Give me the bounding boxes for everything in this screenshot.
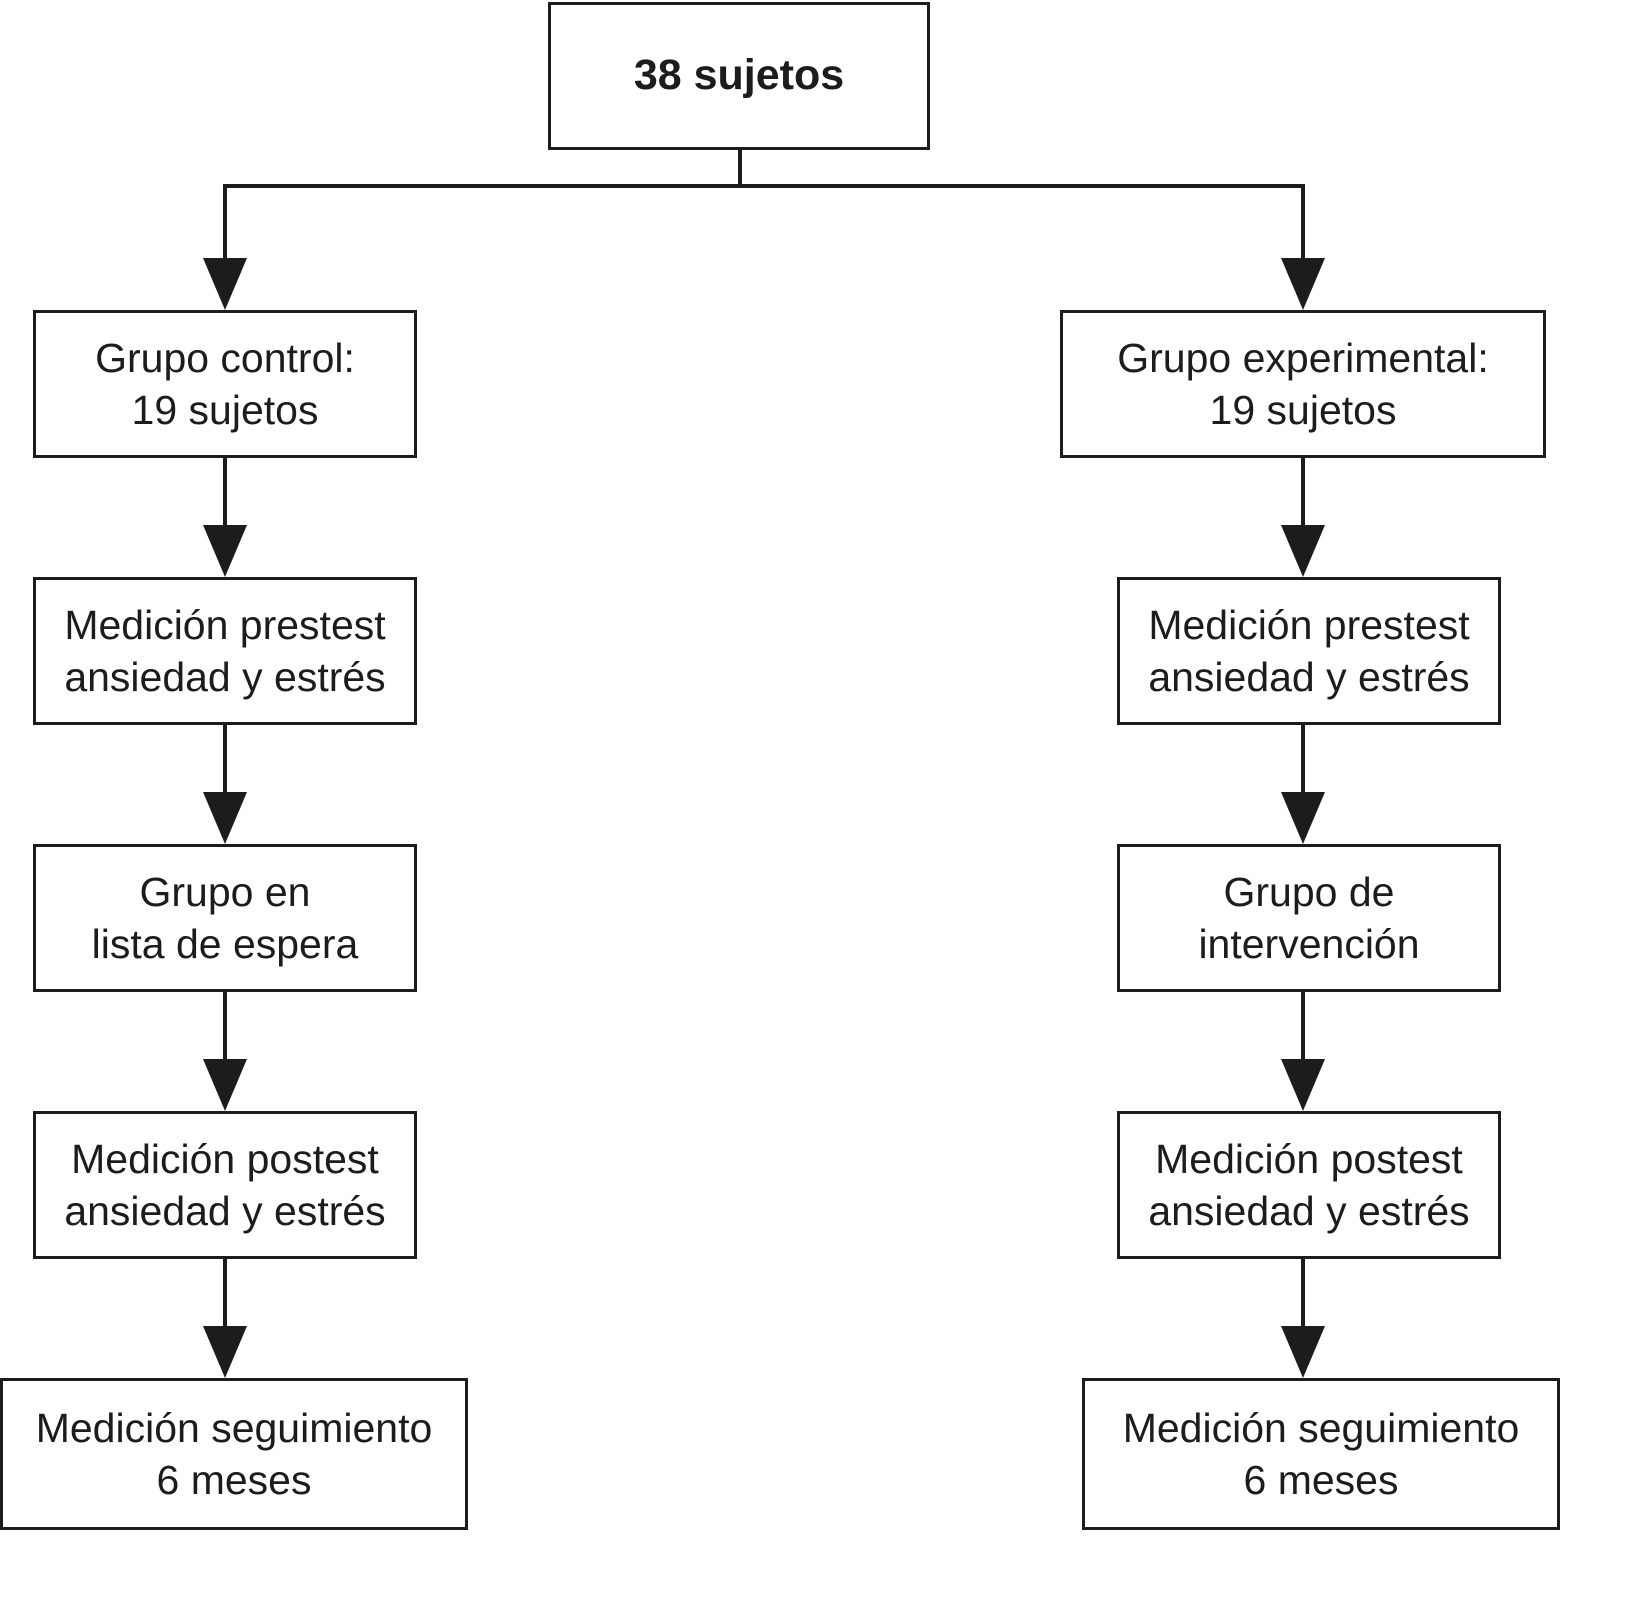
node-line: Medición prestest	[64, 601, 386, 648]
node-medicion-seguimiento-control: Medición seguimiento 6 meses	[0, 1378, 468, 1530]
node-medicion-postest-control: Medición postest ansiedad y estrés	[33, 1111, 417, 1259]
arrow-stem	[1301, 184, 1305, 258]
node-medicion-prestest-control: Medición prestest ansiedad y estrés	[33, 577, 417, 725]
arrow-stem	[1301, 992, 1305, 1059]
node-medicion-seguimiento-experimental: Medición seguimiento 6 meses	[1082, 1378, 1560, 1530]
node-medicion-prestest-experimental: Medición prestest ansiedad y estrés	[1117, 577, 1501, 725]
arrow-left-1	[203, 458, 247, 577]
node-line: Medición seguimiento	[1122, 1404, 1520, 1451]
arrowhead-down-icon	[1281, 525, 1325, 577]
node-line: Grupo de	[1223, 868, 1395, 915]
arrow-stem	[1301, 725, 1305, 792]
arrow-right-4	[1281, 1259, 1325, 1378]
arrowhead-down-icon	[203, 258, 247, 310]
node-line: intervención	[1198, 921, 1420, 967]
node-total-subjects-label: 38 sujetos	[633, 51, 845, 100]
arrowhead-down-icon	[1281, 792, 1325, 844]
node-grupo-intervencion: Grupo de intervención	[1117, 844, 1501, 992]
node-line: ansiedad y estrés	[64, 1188, 386, 1234]
node-grupo-control: Grupo control: 19 sujetos	[33, 310, 417, 458]
arrow-stem	[223, 184, 227, 258]
arrow-to-grupo-experimental	[1281, 184, 1325, 310]
arrow-right-1	[1281, 458, 1325, 577]
arrowhead-down-icon	[1281, 258, 1325, 310]
node-line: ansiedad y estrés	[1148, 1188, 1470, 1234]
arrow-stem	[223, 1259, 227, 1326]
node-line: 19 sujetos	[131, 387, 319, 433]
arrowhead-down-icon	[203, 792, 247, 844]
node-line: Medición seguimiento	[35, 1404, 433, 1451]
arrow-to-grupo-control	[203, 184, 247, 310]
node-line: Medición prestest	[1148, 601, 1470, 648]
node-line: ansiedad y estrés	[1148, 654, 1470, 700]
arrowhead-down-icon	[1281, 1326, 1325, 1378]
arrow-right-3	[1281, 992, 1325, 1111]
arrowhead-down-icon	[203, 1059, 247, 1111]
connector-root-stem	[738, 150, 742, 188]
arrow-right-2	[1281, 725, 1325, 844]
connector-horizontal	[223, 184, 1305, 188]
node-line: 19 sujetos	[1209, 387, 1397, 433]
arrowhead-down-icon	[1281, 1059, 1325, 1111]
arrow-stem	[223, 992, 227, 1059]
node-line: 6 meses	[156, 1457, 312, 1503]
arrow-left-3	[203, 992, 247, 1111]
node-total-subjects: 38 sujetos	[548, 2, 930, 150]
arrow-stem	[223, 458, 227, 525]
arrow-left-4	[203, 1259, 247, 1378]
node-line: 6 meses	[1243, 1457, 1399, 1503]
arrow-stem	[223, 725, 227, 792]
node-lista-de-espera: Grupo en lista de espera	[33, 844, 417, 992]
node-line: Grupo experimental:	[1117, 334, 1489, 381]
node-line: Medición postest	[1155, 1135, 1463, 1182]
node-line: lista de espera	[91, 921, 359, 967]
arrow-left-2	[203, 725, 247, 844]
arrow-stem	[1301, 1259, 1305, 1326]
arrow-stem	[1301, 458, 1305, 525]
arrowhead-down-icon	[203, 525, 247, 577]
node-line: Medición postest	[71, 1135, 379, 1182]
node-grupo-experimental: Grupo experimental: 19 sujetos	[1060, 310, 1546, 458]
node-medicion-postest-experimental: Medición postest ansiedad y estrés	[1117, 1111, 1501, 1259]
node-line: ansiedad y estrés	[64, 654, 386, 700]
arrowhead-down-icon	[203, 1326, 247, 1378]
node-line: Grupo control:	[95, 334, 355, 381]
node-line: Grupo en	[139, 868, 311, 915]
